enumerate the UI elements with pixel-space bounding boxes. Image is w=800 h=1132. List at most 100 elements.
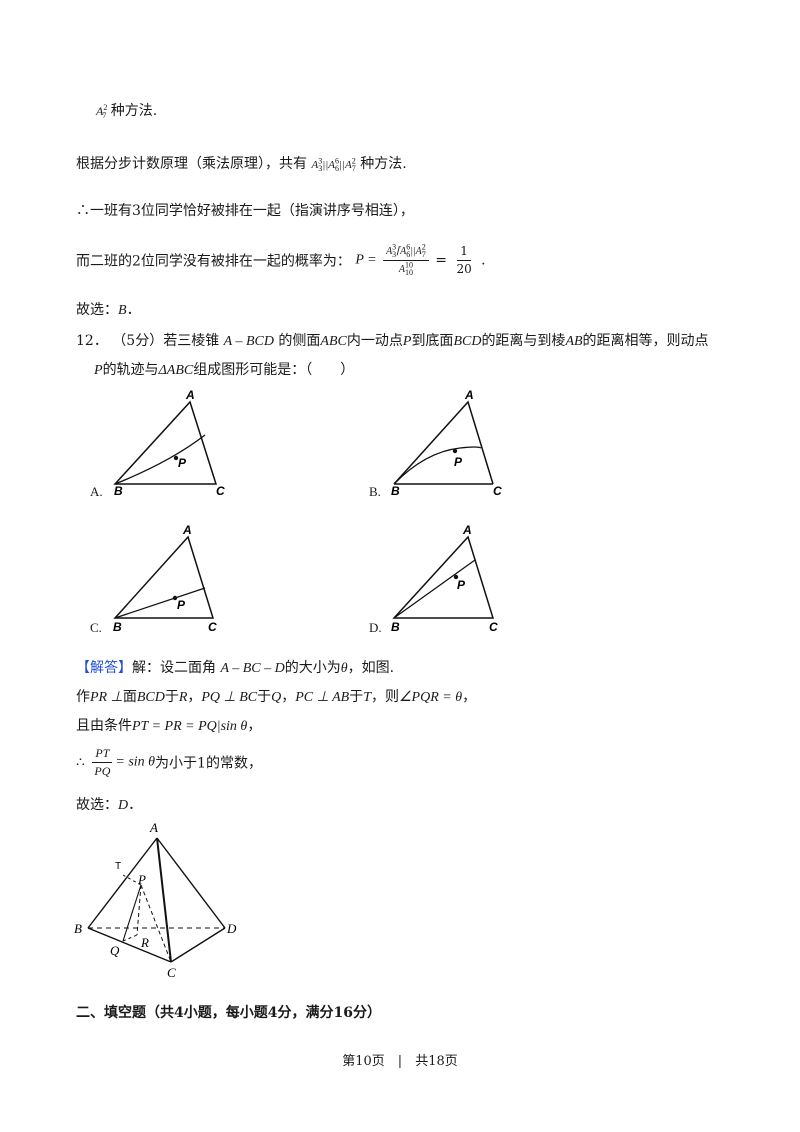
point-p: P xyxy=(178,456,187,470)
q12-math: ABC xyxy=(320,334,347,349)
choice-b-label[interactable]: B. xyxy=(369,484,381,499)
vertex-b: B xyxy=(74,921,82,936)
formula-a72: A27 xyxy=(96,103,108,121)
answer-text: 故选： xyxy=(76,797,118,813)
answer-text: 为小于1的常数， xyxy=(155,755,262,772)
answer-line-5: 故选：D． xyxy=(76,797,143,813)
q12-text: 的侧面 xyxy=(278,333,321,349)
vertex-c: C xyxy=(216,484,225,498)
answer-math: PC ⊥ AB xyxy=(295,690,350,705)
answer-math: θ xyxy=(340,661,348,676)
answer-choice: D xyxy=(118,798,129,813)
vertex-a: A xyxy=(149,820,158,835)
line-multiplication-principle: 根据分步计数原理（乘法原理），共有 A33||A66||A27 种方法. xyxy=(76,153,407,173)
fraction-pt-pq: PT PQ xyxy=(91,746,113,779)
answer-text: 解：设二面角 xyxy=(132,660,216,676)
q12-text: 的轨迹与 xyxy=(102,362,159,378)
line-probability: 而二班的2位同学没有被排在一起的概率为： P = A33⌈A66||A27 A1… xyxy=(76,242,486,277)
therefore-symbol: ∴ xyxy=(76,754,85,771)
vertex-a: A xyxy=(462,523,472,537)
answer-math: A – BC – D xyxy=(220,661,285,676)
point-p: P xyxy=(454,455,463,469)
answer-tag: 【解答】 xyxy=(76,660,132,676)
answer-text: ，则 xyxy=(370,689,399,705)
answer-text: 作 xyxy=(76,689,90,705)
q12-math: P xyxy=(402,334,412,349)
answer-text: 于 xyxy=(349,689,364,705)
choice-a-label[interactable]: A. xyxy=(90,484,103,499)
point-r: R xyxy=(140,935,149,950)
vertex-a: A xyxy=(464,388,474,402)
line-text: 种方法. xyxy=(110,103,158,119)
point-q: Q xyxy=(110,943,120,958)
vertex-b: B xyxy=(113,620,122,634)
question-number: 12． xyxy=(76,333,108,349)
line-text: 而二班的2位同学没有被排在一起的概率为： xyxy=(76,253,351,270)
q12-text: 的距离相等，则动点 xyxy=(582,333,709,349)
vertex-a: A xyxy=(185,388,195,402)
line-class-one: ∴一班有3位同学恰好被排在一起（指演讲序号相连）， xyxy=(76,203,414,219)
answer-text: 于 xyxy=(164,689,179,705)
q12-math: A – BCD xyxy=(223,334,274,349)
q12-math: ΔABC xyxy=(158,363,194,378)
answer-text: 且由条件 xyxy=(76,718,132,734)
answer-text: 面 xyxy=(122,689,137,705)
vertex-b: B xyxy=(114,484,123,498)
section-heading: 二、填空题（共4小题，每小题4分，满分16分） xyxy=(76,1005,381,1021)
fraction-result: 1 20 xyxy=(456,244,472,276)
vertex-a: A xyxy=(182,523,192,537)
answer-math: T xyxy=(363,690,371,705)
point-p: P xyxy=(177,598,186,612)
q12-math: BCD xyxy=(453,334,482,349)
q12-text: 到底面 xyxy=(411,333,454,349)
answer-choice: B xyxy=(118,303,127,318)
point-t: T xyxy=(115,861,121,872)
vertex-c: C xyxy=(493,484,502,498)
answer-math: ∠PQR = θ xyxy=(398,690,463,705)
answer-math: PQ ⊥ BC xyxy=(201,690,258,705)
answer-math: R xyxy=(178,690,188,705)
vertex-c: C xyxy=(489,620,498,634)
page-footer: 第10页 | 共18页 xyxy=(342,1054,458,1069)
choice-d-label[interactable]: D. xyxy=(369,620,382,635)
line-A72: A27 种方法. xyxy=(96,100,157,120)
q12-math: P xyxy=(94,363,103,378)
formula-p: P = xyxy=(355,252,377,268)
vertex-c: C xyxy=(208,620,217,634)
q12-text: 组成图形可能是：（ ） xyxy=(193,362,355,378)
vertex-b: B xyxy=(391,484,400,498)
vertex-b: B xyxy=(391,620,400,634)
answer-math: BCD xyxy=(136,690,165,705)
formula-product: A33||A66||A27 xyxy=(311,156,356,174)
answer-math: PT = PR = PQ|sin θ xyxy=(132,719,248,734)
line-answer-b: 故选：B． xyxy=(76,302,141,318)
answer-math: Q xyxy=(271,690,282,705)
question-12-line-2: P的轨迹与ΔABC组成图形可能是：（ ） xyxy=(94,359,354,379)
point-p: P xyxy=(137,872,146,887)
choice-c-label[interactable]: C. xyxy=(90,620,102,635)
q12-text: 的距离与到棱 xyxy=(481,333,566,349)
answer-math: = sin θ xyxy=(115,754,156,770)
vertex-d: D xyxy=(226,921,237,936)
answer-math: PR ⊥ xyxy=(90,690,123,705)
q12-text: （5分）若三棱锥 xyxy=(112,333,220,349)
answer-line-2: 作PR ⊥面BCD于R，PQ ⊥ BC于Q，PC ⊥ AB于T，则∠PQR = … xyxy=(76,689,477,705)
fraction-probability: A33⌈A66||A27 A1010 xyxy=(383,243,429,277)
line-text-tail: 种方法. xyxy=(360,156,407,172)
line-text: 故选： xyxy=(76,302,118,318)
line-text: 根据分步计数原理（乘法原理），共有 xyxy=(76,156,307,172)
question-12-line-1: 12． （5分）若三棱锥 A – BCD 的侧面ABC内一动点P到底面BCD的距… xyxy=(76,330,709,350)
point-p: P xyxy=(457,578,466,592)
answer-text: ，如图. xyxy=(347,660,395,676)
answer-line-3: 且由条件PT = PR = PQ|sin θ， xyxy=(76,718,262,734)
vertex-c: C xyxy=(167,965,176,980)
q12-text: 内一动点 xyxy=(346,333,403,349)
answer-line-4: ∴ PT PQ = sin θ为小于1的常数， xyxy=(76,746,262,779)
q12-math: AB xyxy=(565,334,583,349)
answer-text: 于 xyxy=(257,689,272,705)
